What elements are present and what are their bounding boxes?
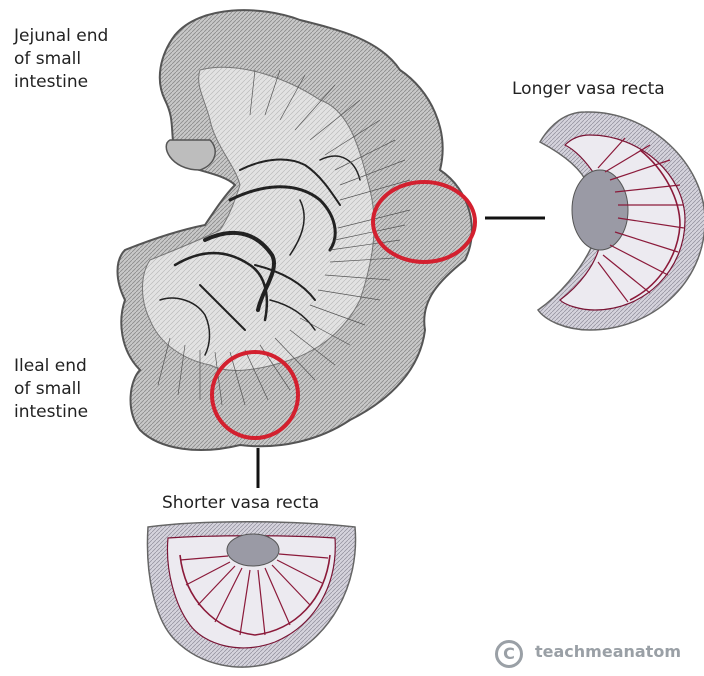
label-shorter-vasa-recta: Shorter vasa recta (162, 492, 319, 515)
cross-section-longer-vasa-recta (538, 112, 704, 330)
label-ileal-line-1: Ileal end (14, 355, 88, 378)
label-ileal-end: Ileal end of small intestine (14, 355, 88, 424)
label-jejunal-end: Jejunal end of small intestine (14, 25, 108, 94)
watermark-text: teachmeanatom (535, 642, 681, 661)
label-jejunal-line-1: Jejunal end (14, 25, 108, 48)
label-ileal-line-3: intestine (14, 401, 88, 424)
label-ileal-line-2: of small (14, 378, 88, 401)
watermark: C teachmeanatom (495, 640, 704, 676)
cross-section-shorter-vasa-recta (147, 522, 355, 667)
copyright-icon: C (495, 640, 523, 668)
label-jejunal-line-3: intestine (14, 71, 108, 94)
label-longer-vasa-recta: Longer vasa recta (512, 78, 665, 101)
label-jejunal-line-2: of small (14, 48, 108, 71)
